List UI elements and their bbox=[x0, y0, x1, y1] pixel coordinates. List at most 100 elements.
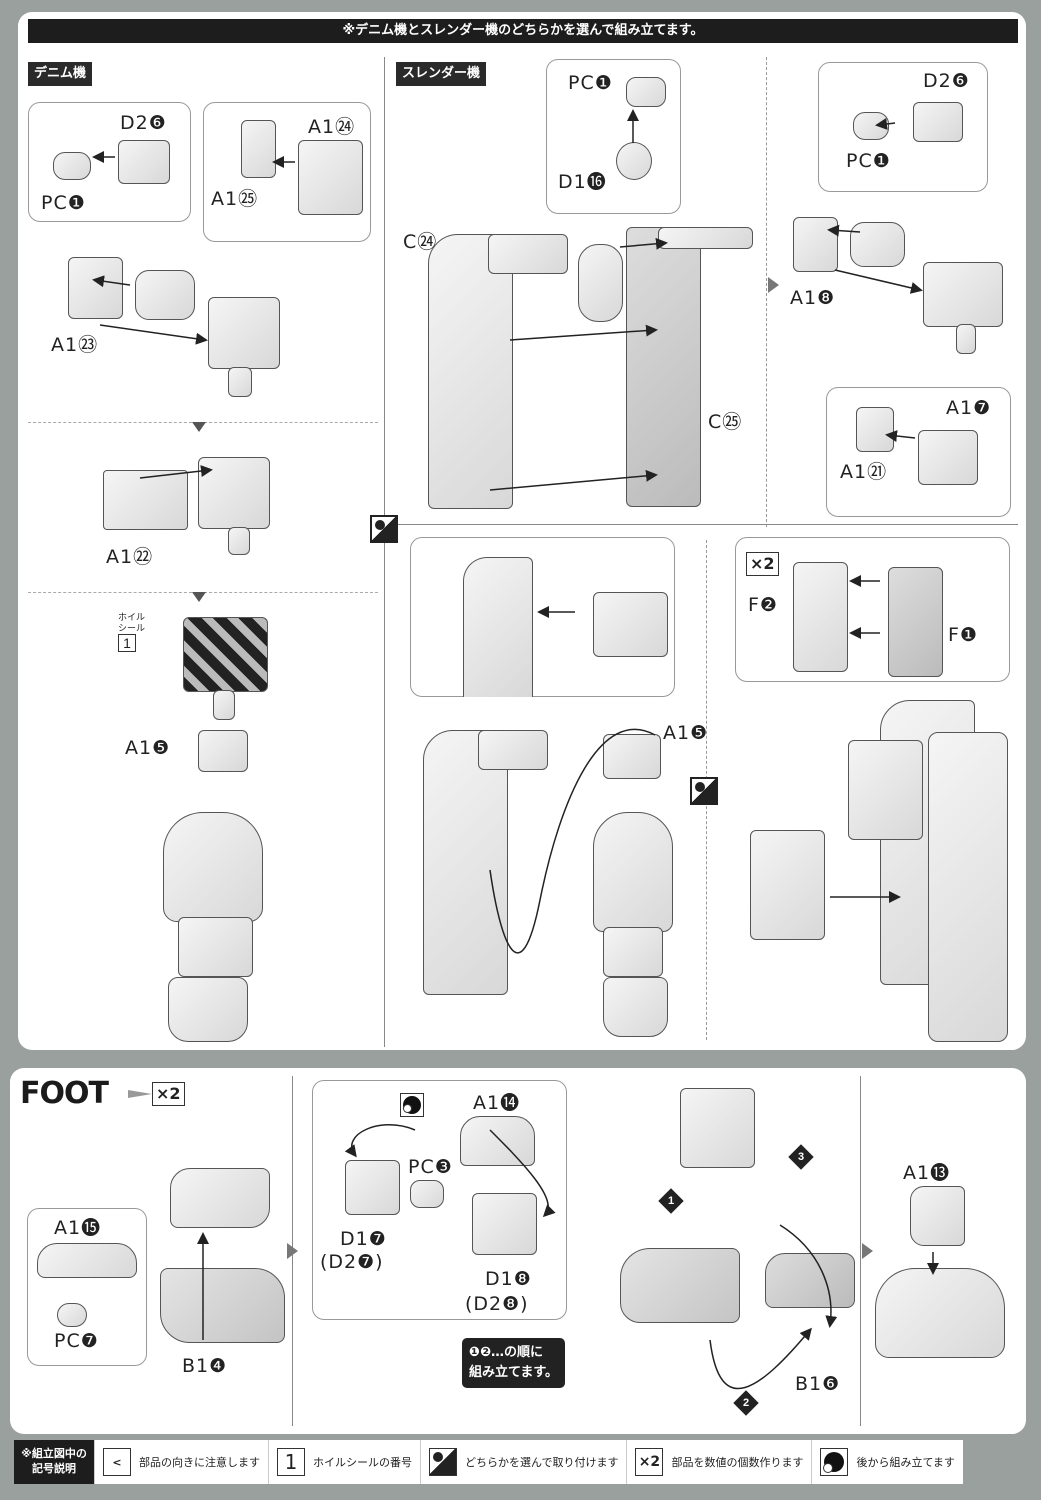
part-label: D2❻ bbox=[923, 70, 970, 92]
instruction-panel-arm: ※デニム機とスレンダー機のどちらかを選んで組み立てます。 デニム機 D2❻ PC… bbox=[18, 12, 1026, 1050]
part-shoulder-block bbox=[923, 262, 1003, 327]
part-label: A1㉓ bbox=[51, 334, 99, 356]
choose-one-icon bbox=[370, 515, 398, 543]
part-label: A1❺ bbox=[663, 722, 709, 744]
part-a1-21 bbox=[856, 407, 894, 452]
legend-title: ※組立図中の 記号説明 bbox=[14, 1440, 94, 1484]
part-f-block-lower bbox=[750, 830, 825, 940]
step-badge: 2 bbox=[733, 1390, 759, 1416]
divider-denim-slender bbox=[384, 57, 385, 1047]
part-pc7 bbox=[57, 1303, 87, 1327]
part-a1-13 bbox=[910, 1186, 965, 1246]
part-label: A1㉔ bbox=[308, 116, 356, 138]
part-a1-24 bbox=[298, 140, 363, 215]
part-a1-5 bbox=[198, 730, 248, 772]
part-f2 bbox=[793, 562, 848, 672]
part-label: F❷ bbox=[748, 594, 778, 616]
part-a1-23 bbox=[68, 257, 123, 319]
sticker-caption: シール bbox=[118, 624, 146, 634]
foil-sticker-number: 1 bbox=[118, 634, 136, 652]
legend-item-multiply: ×2 部品を数値の個数作ります bbox=[626, 1440, 811, 1484]
part-elbow bbox=[603, 977, 668, 1037]
part-label: B1❹ bbox=[182, 1355, 228, 1377]
part-shoulder-peg bbox=[956, 324, 976, 354]
part-pc1 bbox=[626, 77, 666, 107]
part-label: PC❼ bbox=[54, 1330, 99, 1352]
foot-title: FOOT bbox=[20, 1076, 109, 1111]
part-forearm bbox=[603, 927, 663, 977]
step-badge: 1 bbox=[658, 1188, 684, 1214]
legend-text: ホイルシールの番号 bbox=[313, 1456, 412, 1469]
part-c24-shield bbox=[428, 234, 513, 509]
legend-text: どちらかを選んで取り付けます bbox=[465, 1456, 619, 1469]
part-label: A1㉑ bbox=[840, 461, 888, 483]
denim-tag: デニム機 bbox=[28, 62, 93, 86]
step-arrow-down bbox=[192, 592, 206, 602]
part-label: A1⓭ bbox=[903, 1162, 951, 1184]
choose-one-icon bbox=[690, 777, 718, 805]
part-label: D1❽ bbox=[485, 1268, 532, 1290]
part-b1-4 bbox=[160, 1268, 285, 1343]
part-label: D2❻ bbox=[120, 112, 167, 134]
legend-item-orientation: < 部品の向きに注意します bbox=[94, 1440, 268, 1484]
part-a1-22 bbox=[103, 470, 188, 530]
part-a1-25 bbox=[241, 120, 276, 178]
legend-item-sticker: 1 ホイルシールの番号 bbox=[268, 1440, 420, 1484]
legend-text: 部品の向きに注意します bbox=[139, 1456, 260, 1469]
banner-choose-variant: ※デニム機とスレンダー機のどちらかを選んで組み立てます。 bbox=[28, 19, 1018, 43]
instruction-panel-foot: FOOT ×2 A1⓯ PC❼ B1❹ A1⓮ PC❸ D1❼ (D2❼) D1… bbox=[10, 1068, 1026, 1434]
part-d1-8 bbox=[472, 1193, 537, 1255]
part-c25-frame bbox=[626, 227, 701, 507]
divider-slender-horizontal bbox=[398, 524, 1018, 525]
sticker-number-icon: 1 bbox=[277, 1448, 305, 1476]
part-label: PC❸ bbox=[408, 1156, 453, 1178]
part-label: D1❼ bbox=[340, 1228, 387, 1250]
part-b1-6 bbox=[765, 1253, 855, 1308]
part-c25-top bbox=[658, 227, 753, 249]
part-d2-assembled bbox=[850, 222, 905, 267]
part-label: C㉔ bbox=[403, 231, 438, 253]
orientation-icon: < bbox=[103, 1448, 131, 1476]
part-label: D1⓰ bbox=[558, 171, 607, 193]
part-shoulder-peg bbox=[228, 527, 250, 555]
part-a1-15 bbox=[37, 1243, 137, 1278]
part-shoulder-peg bbox=[213, 690, 235, 720]
part-pc1 bbox=[53, 152, 91, 180]
part-label: (D2❼) bbox=[320, 1251, 384, 1273]
part-f-block-upper bbox=[848, 740, 923, 840]
note-line: 組み立てます。 bbox=[469, 1365, 559, 1380]
step-arrow-down bbox=[192, 422, 206, 432]
step-arrow-right bbox=[768, 277, 779, 293]
part-label: PC❶ bbox=[846, 150, 891, 172]
part-d2-assembled bbox=[135, 270, 195, 320]
later-assembly-icon bbox=[400, 1093, 424, 1117]
multiplier-badge: ×2 bbox=[746, 552, 779, 576]
part-label: B1❻ bbox=[795, 1373, 841, 1395]
part-foot-assembled bbox=[875, 1268, 1005, 1358]
part-label: A1❺ bbox=[125, 737, 171, 759]
sticker-caption: ホイル bbox=[118, 613, 146, 623]
title-arrow-icon bbox=[128, 1090, 152, 1098]
part-foot-joint bbox=[680, 1088, 755, 1168]
part-d1-7 bbox=[345, 1160, 400, 1215]
part-forearm bbox=[178, 917, 253, 977]
part-label: (D2❽) bbox=[465, 1293, 529, 1315]
part-shield-detail bbox=[463, 557, 533, 697]
part-pc3 bbox=[410, 1180, 444, 1208]
part-foot-base bbox=[620, 1248, 740, 1323]
step-arrow-right bbox=[862, 1243, 873, 1259]
part-arm-final bbox=[928, 732, 1008, 1042]
part-upper-arm bbox=[593, 812, 673, 932]
part-label: A1⓮ bbox=[473, 1092, 521, 1114]
assembly-order-note: ❶❷…の順に 組み立てます。 bbox=[462, 1338, 566, 1388]
part-elbow bbox=[168, 977, 248, 1042]
divider-foot-2 bbox=[860, 1076, 861, 1426]
legend-item-later: 後から組み立てます bbox=[811, 1440, 962, 1484]
part-label: A1㉒ bbox=[106, 546, 154, 568]
part-label: A1❽ bbox=[790, 287, 836, 309]
slender-tag: スレンダー機 bbox=[396, 62, 487, 86]
part-foot-top bbox=[170, 1168, 270, 1228]
part-a1-5 bbox=[603, 734, 661, 779]
part-label: A1⓯ bbox=[54, 1217, 102, 1239]
part-shield-top bbox=[478, 730, 548, 770]
